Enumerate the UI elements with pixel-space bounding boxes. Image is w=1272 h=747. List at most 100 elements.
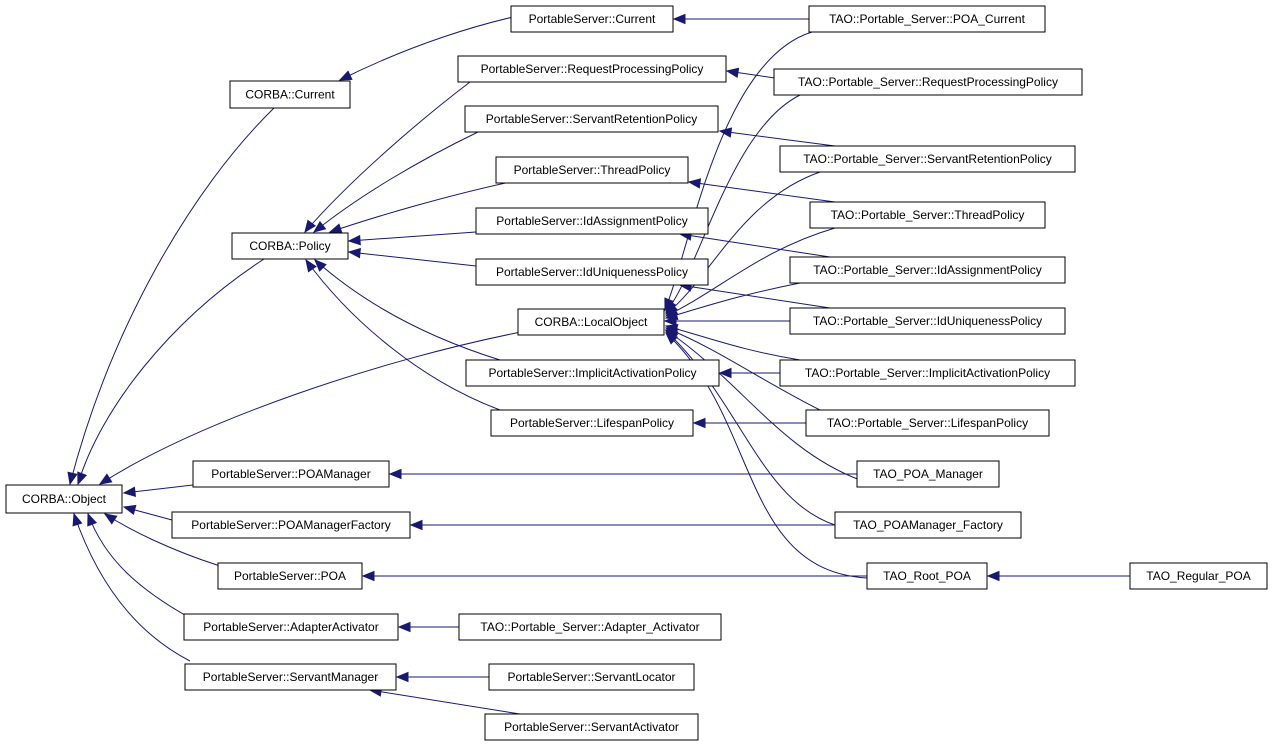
arrow-head-icon xyxy=(103,513,118,525)
class-node-tao-servantretentionpolicy[interactable]: TAO::Portable_Server::ServantRetentionPo… xyxy=(779,145,1076,173)
class-node-corba-localobject[interactable]: CORBA::LocalObject xyxy=(517,308,665,336)
class-node-tao-implicitactivationpolicy[interactable]: TAO::Portable_Server::ImplicitActivation… xyxy=(779,359,1076,387)
inheritance-edges xyxy=(67,7,1130,715)
inheritance-edge xyxy=(679,284,831,309)
class-label: PortableServer::ServantRetentionPolicy xyxy=(486,112,697,126)
class-node-ps-threadpolicy[interactable]: PortableServer::ThreadPolicy xyxy=(495,156,689,184)
arrow-head-icon xyxy=(304,219,317,234)
class-label: PortableServer::ThreadPolicy xyxy=(514,163,671,177)
class-label: PortableServer::ServantManager xyxy=(203,670,378,684)
class-node-tao-root-poa[interactable]: TAO_Root_POA xyxy=(866,562,988,590)
inheritance-edge xyxy=(69,106,276,485)
inheritance-edge xyxy=(304,81,471,233)
inheritance-edge xyxy=(369,689,521,715)
class-node-corba-object[interactable]: CORBA::Object xyxy=(5,484,123,514)
class-node-ps-lifespanpolicy[interactable]: PortableServer::LifespanPolicy xyxy=(490,409,694,437)
class-node-tao-threadpolicy[interactable]: TAO::Portable_Server::ThreadPolicy xyxy=(809,201,1046,229)
arrow-head-icon xyxy=(395,671,409,683)
class-node-ps-adapteractivator[interactable]: PortableServer::AdapterActivator xyxy=(183,613,399,641)
arrow-head-icon xyxy=(77,471,88,486)
arrow-head-icon xyxy=(986,570,1000,582)
inheritance-edge xyxy=(305,259,501,411)
class-label: CORBA::Object xyxy=(22,492,107,506)
class-label: TAO::Portable_Server::IdUniquenessPolicy xyxy=(813,314,1042,328)
inheritance-edge xyxy=(329,181,511,233)
class-node-tao-requestprocessingpolicy[interactable]: TAO::Portable_Server::RequestProcessingP… xyxy=(773,68,1083,96)
class-box xyxy=(805,409,1050,437)
class-node-ps-idassignmentpolicy[interactable]: PortableServer::IdAssignmentPolicy xyxy=(475,207,709,235)
arrow-head-icon xyxy=(361,570,375,582)
class-node-ps-requestprocessingpolicy[interactable]: PortableServer::RequestProcessingPolicy xyxy=(457,55,727,83)
class-box xyxy=(217,562,363,590)
class-node-tao-poa-manager[interactable]: TAO_POA_Manager xyxy=(856,460,1000,488)
class-box xyxy=(171,511,411,539)
arrow-head-icon xyxy=(122,486,137,497)
class-label: TAO::Portable_Server::ThreadPolicy xyxy=(831,208,1025,222)
class-label: CORBA::Current xyxy=(245,88,335,102)
inheritance-edge xyxy=(99,331,522,485)
class-label: PortableServer::RequestProcessingPolicy xyxy=(481,62,704,76)
class-node-corba-current[interactable]: CORBA::Current xyxy=(229,80,351,109)
class-box xyxy=(866,562,988,590)
class-node-tao-regular-poa[interactable]: TAO_Regular_POA xyxy=(1129,562,1268,590)
class-box xyxy=(465,359,720,387)
class-box xyxy=(464,105,719,133)
class-label: TAO::Portable_Server::Adapter_Activator xyxy=(480,620,699,634)
class-nodes: CORBA::Object CORBA::CurrentCORBA::Policy… xyxy=(5,5,1268,741)
class-node-ps-current[interactable]: PortableServer::Current xyxy=(510,5,674,33)
class-node-ps-poamanager[interactable]: PortableServer::POAManager xyxy=(192,460,390,488)
class-box xyxy=(475,258,709,286)
class-node-ps-poa[interactable]: PortableServer::POA xyxy=(217,562,363,590)
class-box xyxy=(457,55,727,83)
class-node-ps-servantretentionpolicy[interactable]: PortableServer::ServantRetentionPolicy xyxy=(464,105,719,133)
class-box xyxy=(484,713,699,741)
inheritance-edge xyxy=(87,513,191,619)
class-box xyxy=(517,308,665,336)
class-node-ps-poamanagerfactory[interactable]: PortableServer::POAManagerFactory xyxy=(171,511,411,539)
class-label: PortableServer::ImplicitActivationPolicy xyxy=(488,366,696,380)
arrow-head-icon xyxy=(397,621,411,633)
class-node-ps-implicitactivationpolicy[interactable]: PortableServer::ImplicitActivationPolicy xyxy=(465,359,720,387)
inheritance-edge xyxy=(688,181,836,203)
class-node-tao-adapter-activator[interactable]: TAO::Portable_Server::Adapter_Activator xyxy=(458,613,722,641)
class-node-ps-servantlocator[interactable]: PortableServer::ServantLocator xyxy=(488,663,695,691)
class-node-tao-poa-current[interactable]: TAO::Portable_Server::POA_Current xyxy=(808,5,1046,33)
class-box xyxy=(458,613,722,641)
class-node-tao-idassignmentpolicy[interactable]: TAO::Portable_Server::IdAssignmentPolicy xyxy=(789,256,1066,284)
class-box xyxy=(809,201,1046,229)
inheritance-edge xyxy=(719,130,836,147)
inheritance-edge xyxy=(314,259,501,361)
class-node-tao-iduniquenesspolicy[interactable]: TAO::Portable_Server::IdUniquenessPolicy xyxy=(789,307,1066,335)
class-label: TAO::Portable_Server::LifespanPolicy xyxy=(827,416,1028,430)
class-label: TAO_POA_Manager xyxy=(873,467,983,481)
arrow-head-icon xyxy=(72,512,83,527)
inheritance-edge xyxy=(665,327,821,411)
class-box xyxy=(495,156,689,184)
class-label: PortableServer::IdUniquenessPolicy xyxy=(496,265,688,279)
arrow-head-icon xyxy=(314,259,327,272)
arrow-head-icon xyxy=(718,367,732,379)
class-box xyxy=(184,663,397,691)
class-label: TAO_Root_POA xyxy=(883,569,971,583)
class-label: TAO::Portable_Server::POA_Current xyxy=(829,12,1026,26)
class-node-corba-policy[interactable]: CORBA::Policy xyxy=(231,232,349,260)
class-box xyxy=(779,359,1076,387)
class-node-tao-poamanager-factory[interactable]: TAO_POAManager_Factory xyxy=(834,511,1022,539)
class-label: TAO::Portable_Server::RequestProcessingP… xyxy=(798,75,1058,89)
class-box xyxy=(183,613,399,641)
class-box xyxy=(856,460,1000,488)
class-box xyxy=(229,80,351,109)
class-node-ps-servantmanager[interactable]: PortableServer::ServantManager xyxy=(184,663,397,691)
class-node-ps-iduniquenesspolicy[interactable]: PortableServer::IdUniquenessPolicy xyxy=(475,258,709,286)
class-label: PortableServer::LifespanPolicy xyxy=(510,416,674,430)
class-node-tao-lifespanpolicy[interactable]: TAO::Portable_Server::LifespanPolicy xyxy=(805,409,1050,437)
arrow-head-icon xyxy=(347,247,361,259)
arrow-head-icon xyxy=(665,332,679,345)
class-node-ps-servantactivator[interactable]: PortableServer::ServantActivator xyxy=(484,713,699,741)
class-label: CORBA::Policy xyxy=(249,239,330,253)
class-label: PortableServer::AdapterActivator xyxy=(203,620,378,634)
inheritance-edge xyxy=(348,231,477,242)
class-label: TAO::Portable_Server::ServantRetentionPo… xyxy=(803,152,1052,166)
arrow-head-icon xyxy=(338,70,353,81)
arrow-head-icon xyxy=(687,178,702,189)
